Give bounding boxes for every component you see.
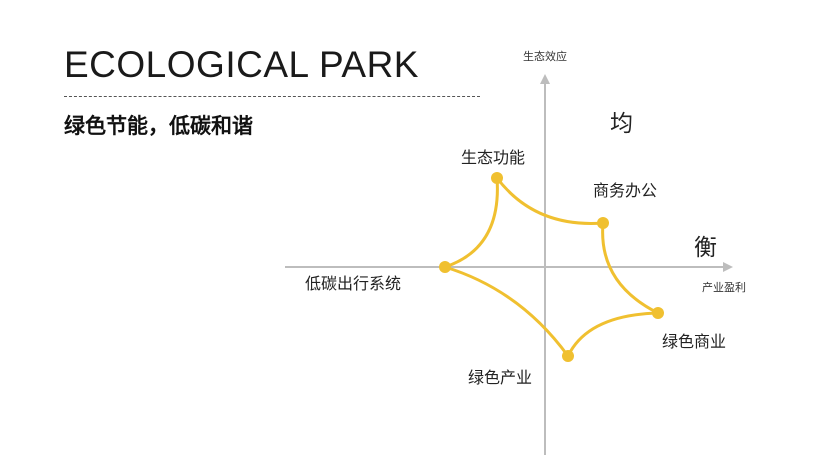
node-green-industry <box>562 350 574 362</box>
x-axis-arrow <box>723 262 733 272</box>
node-ecological-function <box>491 172 503 184</box>
y-axis-label: 生态效应 <box>523 49 567 63</box>
corner-char-heng: 衡 <box>694 235 717 261</box>
x-axis-label: 产业盈利 <box>702 280 746 294</box>
label-green-commerce: 绿色商业 <box>662 332 726 351</box>
node-low-carbon-transport <box>439 261 451 273</box>
title-divider <box>64 96 480 97</box>
node-green-commerce <box>652 307 664 319</box>
balance-curve <box>440 173 659 359</box>
corner-char-jun: 均 <box>610 111 633 137</box>
page-title: ECOLOGICAL PARK <box>64 44 419 85</box>
y-axis-arrow <box>540 74 550 84</box>
label-ecological-function: 生态功能 <box>461 148 525 167</box>
label-business-office: 商务办公 <box>593 181 657 200</box>
label-green-industry: 绿色产业 <box>468 368 532 387</box>
label-low-carbon-transport: 低碳出行系统 <box>305 274 401 293</box>
page-subtitle: 绿色节能，低碳和谐 <box>64 114 253 138</box>
node-business-office <box>597 217 609 229</box>
